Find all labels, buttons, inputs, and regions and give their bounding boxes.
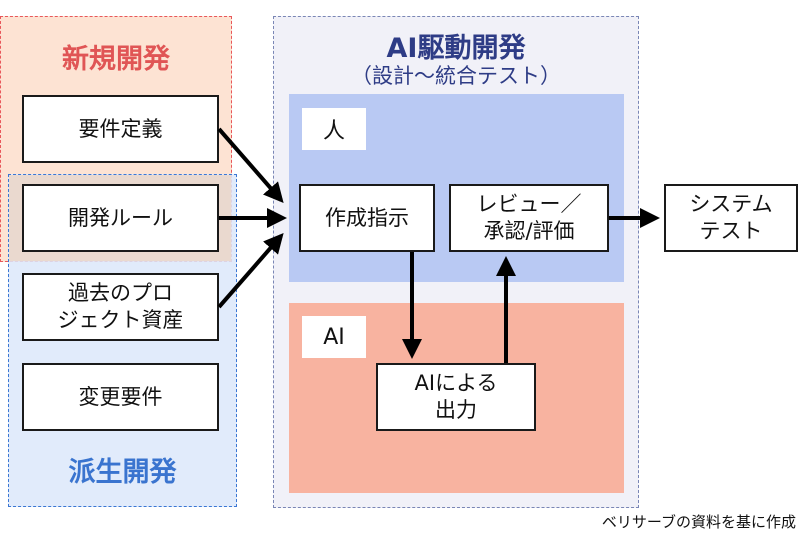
input-box-change-requirements: 変更要件 [22, 363, 219, 431]
human-zone-label: 人 [302, 108, 366, 150]
ai-driven-development-subtitle: （設計〜統合テスト） [351, 64, 561, 88]
input-box-dev-rules: 開発ルール [22, 184, 219, 252]
ai-output-box: AIによる 出力 [376, 363, 536, 431]
arrow-requirements-to-instruction [217, 127, 284, 204]
review-box: レビュー／ 承認/評価 [449, 184, 609, 252]
arrow-assets-to-instruction [217, 232, 284, 309]
input-box-requirements: 要件定義 [22, 95, 219, 163]
instruction-box: 作成指示 [299, 184, 435, 252]
system-test-box: システム テスト [664, 184, 798, 252]
input-box-past-assets: 過去のプロ ジェクト資産 [22, 273, 219, 341]
ai-zone-label: AI [302, 316, 366, 358]
new-development-title: 新規開発 [62, 44, 170, 75]
source-caption: ベリサーブの資料を基に作成 [601, 513, 796, 531]
derived-development-title: 派生開発 [68, 457, 177, 488]
ai-driven-development-title: AI駆動開発 [386, 33, 526, 64]
